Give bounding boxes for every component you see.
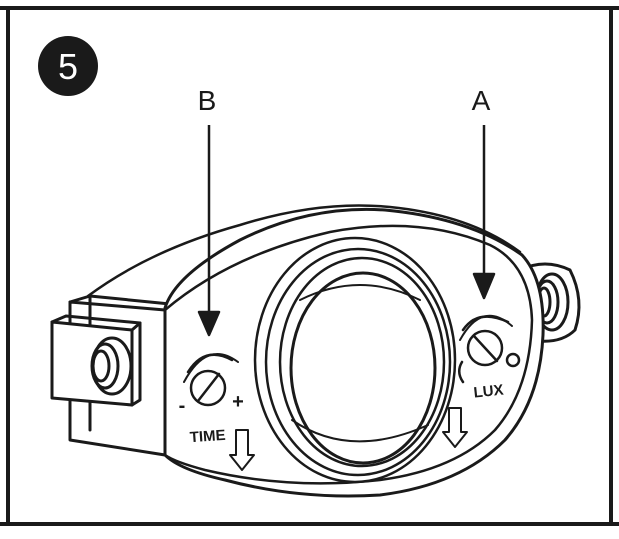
left-mount: [50, 294, 172, 457]
frame-border: [0, 6, 619, 526]
time-plus-label: +: [232, 391, 244, 413]
lux-knob: [458, 314, 521, 384]
time-knob: [183, 353, 239, 407]
step-badge: 5: [38, 36, 98, 96]
callout-b-arrow: [197, 125, 221, 337]
center-lens: [253, 236, 457, 484]
time-label: TIME: [189, 427, 226, 446]
body-face: [163, 224, 534, 485]
time-down-arrow: [229, 429, 255, 471]
callout-a-arrow: [472, 125, 496, 300]
callout-a-label: A: [472, 85, 491, 116]
callout-b-label: B: [198, 85, 217, 116]
lux-label: LUX: [473, 382, 505, 402]
time-minus-label: -: [179, 395, 186, 417]
sensor-device: [50, 204, 581, 498]
step-number: 5: [58, 46, 78, 87]
lux-down-arrow: [442, 407, 468, 448]
